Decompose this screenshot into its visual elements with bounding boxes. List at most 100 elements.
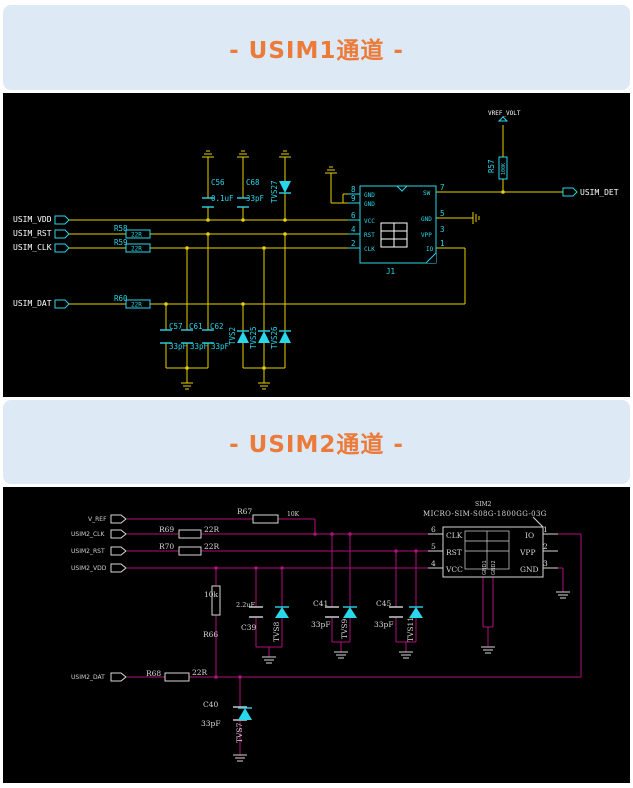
r69-label: R69: [159, 525, 174, 534]
r59-value: 22R: [131, 246, 142, 253]
port-v-ref: V_REF: [88, 516, 107, 523]
c68-label: C68: [246, 178, 260, 187]
sim2-pin4-num: 4: [431, 559, 436, 568]
tvs26-label: TVS26: [270, 326, 279, 349]
tvs8-label: TVS8: [272, 621, 281, 642]
r70-label: R70: [159, 542, 174, 551]
port-usim-vdd: USIM_VDD: [13, 215, 52, 224]
section-header-usim2: - USIM2通道 -: [3, 400, 630, 484]
j1-pin3-num: 3: [440, 225, 445, 234]
j1-pin1-name: IO: [426, 246, 434, 253]
sim2-pin1-name: IO: [525, 531, 534, 540]
sim2-connector: [428, 516, 558, 578]
tvs2-icon: [237, 331, 249, 343]
c57-value: 33pF: [169, 342, 188, 351]
sim2-part: MICRO-SIM-S08G-1800GG-03G: [423, 510, 547, 518]
tvs8-icon: [275, 607, 289, 618]
port-vref-volt: VREF_VOLT: [488, 110, 521, 117]
sim2-gnd1: GND1: [482, 560, 488, 575]
sim2-pin6-num: 6: [431, 525, 436, 534]
tvs26-icon: [279, 331, 291, 343]
port-usim-rst: USIM_RST: [13, 229, 52, 238]
j1-pin5-name: GND: [421, 216, 432, 223]
c45-value: 33pF: [374, 620, 394, 629]
c39-value: 2.2uF: [236, 601, 256, 609]
sim2-gnd2: GND2: [491, 560, 497, 575]
r68-label: R68: [146, 669, 161, 678]
j1-pin3-name: VPP: [421, 232, 432, 239]
j1-pin7-num: 7: [440, 183, 445, 192]
usim2-schematic: V_REF USIM2_CLK USIM2_RST USIM2_VDD USIM…: [3, 487, 630, 783]
r67-label: R67: [237, 507, 252, 516]
sim2-pin4-name: VCC: [445, 565, 463, 574]
sim2-pin1-num: 1: [543, 525, 548, 534]
c61-label: C61: [189, 322, 203, 331]
c41-label: C41: [313, 599, 328, 608]
tvs27-label: TVS27: [270, 180, 279, 203]
tvs9-label: TVS9: [340, 618, 349, 639]
sim2-pin5-name: RST: [446, 548, 462, 557]
port-usim-clk: USIM_CLK: [13, 243, 52, 252]
c41-value: 33pF: [311, 620, 331, 629]
j1-pin8-num: 8: [351, 185, 356, 194]
j1-pin6-name: VCC: [364, 218, 375, 225]
j1-pin9-num: 9: [351, 194, 356, 203]
port-usim-det: USIM_DET: [580, 188, 619, 197]
j1-pin2-name: CLK: [364, 246, 375, 253]
port-usim-dat: USIM_DAT: [13, 299, 52, 308]
r69-value: 22R: [204, 525, 220, 534]
section-title: - USIM2通道 -: [229, 432, 404, 458]
tvs25-icon: [258, 331, 270, 343]
sim2-pin3-name: GND: [520, 565, 539, 574]
r59-label: R59: [114, 238, 128, 247]
sim2-pin5-num: 5: [431, 542, 436, 551]
port-usim2-vdd: USIM2_VDD: [71, 565, 107, 572]
r58-value: 22R: [131, 232, 142, 239]
c45-label: C45: [376, 599, 392, 608]
port-usim2-rst: USIM2_RST: [71, 548, 105, 555]
sim2-pin6-name: CLK: [446, 531, 463, 540]
c40-value: 33pF: [201, 719, 221, 728]
j1-pin5-num: 5: [440, 209, 445, 218]
j1-ref: J1: [386, 267, 395, 276]
r60-value: 22R: [131, 302, 142, 309]
j1-pin1-num: 1: [440, 239, 445, 248]
j1-pin7-name: SW: [423, 190, 431, 197]
sim2-ref: SIM2: [475, 501, 492, 508]
tvs7-icon: [238, 708, 252, 720]
c56-label: C56: [211, 178, 225, 187]
c40-label: C40: [203, 700, 219, 709]
sim2-pin2-name: VPP: [519, 548, 536, 557]
sim2-pin3-num: 3: [543, 559, 548, 568]
c68-value: 33pF: [246, 194, 265, 203]
tvs7-label: TVS7: [235, 722, 244, 743]
tvs25-label: TVS25: [249, 326, 258, 349]
usim2-schematic-svg: V_REF USIM2_CLK USIM2_RST USIM2_VDD USIM…: [71, 501, 582, 762]
r66-label: R66: [203, 630, 218, 639]
j1-pin8-name: GND: [364, 192, 375, 199]
r67-value: 10K: [287, 511, 300, 518]
j1-pin6-num: 6: [351, 211, 356, 220]
r57-label: R57: [487, 159, 496, 173]
tvs2-label: TVS2: [228, 327, 237, 345]
c56-value: 0.1uF: [211, 194, 234, 203]
j1-pin4-name: RST: [364, 232, 375, 239]
j1-pin4-num: 4: [351, 225, 356, 234]
r66-value: 10k: [204, 590, 219, 599]
j1-pin2-num: 2: [351, 239, 356, 248]
c62-label: C62: [210, 322, 224, 331]
j1-pin9-name: GND: [364, 201, 375, 208]
j1-connector: [348, 185, 437, 264]
r58-label: R58: [114, 224, 128, 233]
r68-value: 22R: [192, 668, 208, 677]
section-title: - USIM1通道 -: [229, 37, 404, 64]
tvs27-icon: [279, 181, 291, 193]
c62-value: 33pF: [211, 342, 230, 351]
tvs9-icon: [343, 607, 357, 618]
usim1-schematic: USIM_VDD USIM_RST USIM_CLK USIM_DAT USIM…: [3, 93, 630, 397]
port-usim2-dat: USIM2_DAT: [71, 674, 105, 681]
c39-label: C39: [241, 623, 257, 632]
r57-value: 100K: [501, 163, 507, 175]
section-header-usim1: - USIM1通道 -: [3, 5, 630, 90]
c61-value: 33pF: [190, 342, 209, 351]
